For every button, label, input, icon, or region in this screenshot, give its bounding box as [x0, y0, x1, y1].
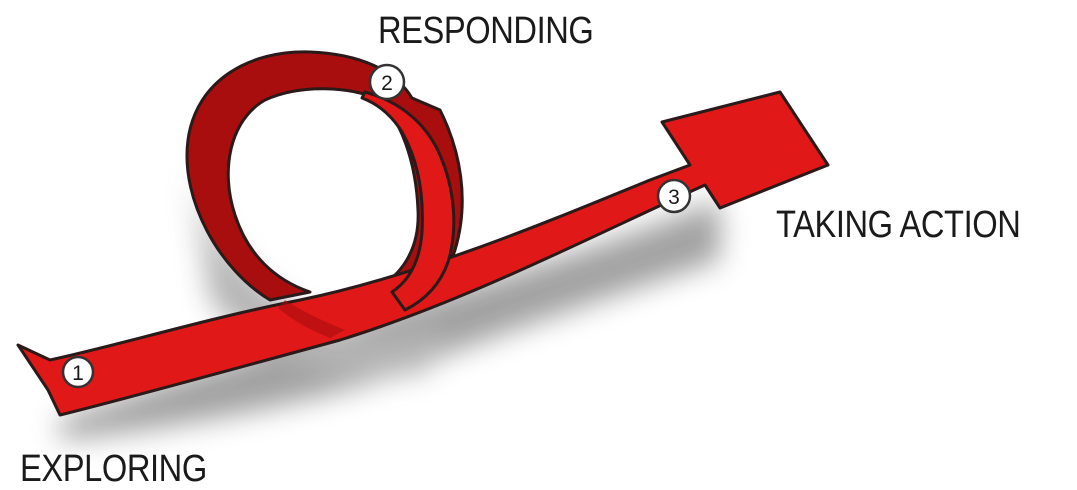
stage-label-responding: RESPONDING [378, 12, 593, 50]
stage-marker-3: 3 [658, 180, 690, 212]
stage-label-taking-action: TAKING ACTION [776, 206, 1020, 244]
stage-marker-2: 2 [370, 65, 404, 99]
stage-number-2: 2 [381, 72, 393, 95]
stage-number-1: 1 [72, 362, 84, 385]
stage-label-exploring: EXPLORING [20, 450, 207, 488]
stage-number-3: 3 [668, 186, 680, 209]
stage-marker-1: 1 [63, 357, 93, 387]
